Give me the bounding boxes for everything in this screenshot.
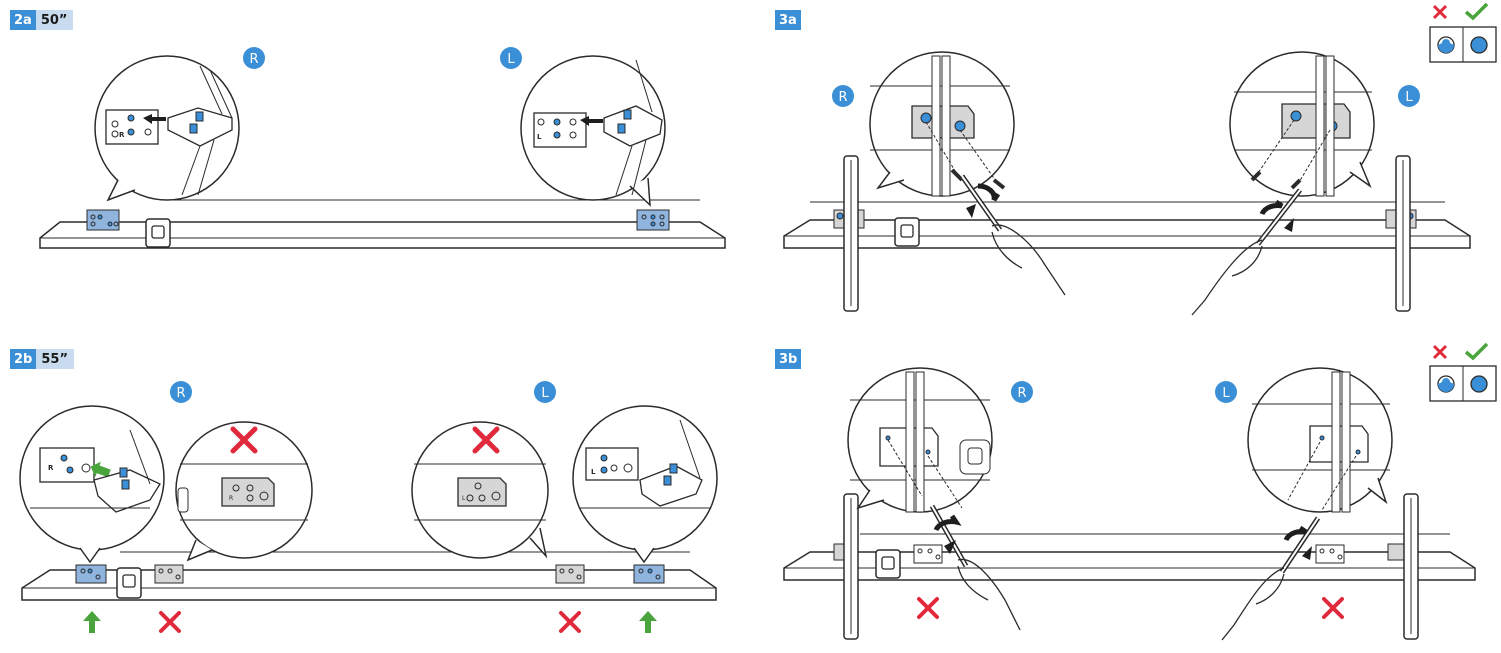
badge-r-2a — [243, 47, 265, 69]
screwdriver-icon — [1256, 188, 1302, 246]
bracket-label: L — [537, 133, 542, 141]
callout-left-2a: L — [520, 55, 666, 207]
step-size: 50” — [35, 10, 74, 30]
arrow-up-icon — [83, 611, 101, 633]
check-icon — [1464, 342, 1489, 361]
badge-l-3b — [1215, 381, 1237, 403]
cross-icon — [1432, 344, 1448, 360]
callout-right-3b — [847, 367, 993, 513]
panel-2b: R R R — [19, 381, 718, 633]
callout-right-3a — [869, 51, 1015, 197]
panel-3b: R — [783, 342, 1497, 641]
screwdriver-icon — [929, 504, 969, 568]
screwdriver-icon — [1279, 516, 1321, 574]
badge-l-2b — [534, 381, 556, 403]
legend-box-3b — [1429, 342, 1497, 402]
legend-box-3a — [1429, 2, 1497, 63]
hand-icon — [991, 224, 1066, 296]
step-tag-3a: 3a — [775, 10, 801, 30]
step-tag-3b: 3b — [775, 349, 802, 369]
cross-icon — [917, 597, 939, 619]
callout-left-wrong-2b: L — [411, 421, 549, 559]
badge-r-3a — [832, 85, 854, 107]
callout-right-wrong-2b: R — [175, 421, 313, 562]
panel-2a: R R L — [39, 47, 726, 249]
step-tag-2b: 2b 55” — [10, 349, 74, 369]
badge-l-label: L — [1405, 90, 1413, 105]
badge-r-label: R — [1017, 386, 1026, 401]
callout-left-3b — [1247, 367, 1393, 513]
step-number: 2a — [10, 10, 36, 30]
step-size: 55” — [36, 349, 74, 369]
panel-3a: R — [783, 2, 1497, 316]
badge-l-3a — [1398, 85, 1420, 107]
step-number: 2b — [10, 349, 37, 369]
cross-icon — [159, 611, 181, 633]
badge-l-2a — [500, 47, 522, 69]
check-icon — [1464, 2, 1489, 21]
step-tag-2a: 2a 50” — [10, 10, 74, 30]
cross-icon — [1432, 4, 1448, 20]
callout-right-correct-2b: R — [19, 405, 165, 564]
hand-icon — [1191, 239, 1263, 316]
bracket-left-2a — [636, 209, 670, 231]
badge-r-2b — [170, 381, 192, 403]
badge-r-label: R — [176, 386, 185, 401]
hand-icon — [1221, 567, 1285, 641]
badge-l-label: L — [507, 52, 515, 67]
cross-icon — [1322, 597, 1344, 619]
arrow-up-icon — [639, 611, 657, 633]
svg-text:L: L — [591, 468, 596, 476]
bracket-label: R — [119, 131, 125, 139]
screwdriver-icon — [959, 174, 1003, 232]
callout-left-3a — [1229, 51, 1375, 197]
badge-l-label: L — [1222, 386, 1230, 401]
badge-r-label: R — [838, 90, 847, 105]
step-number: 3a — [775, 10, 801, 30]
badge-r-label: R — [249, 52, 258, 67]
svg-text:R: R — [48, 464, 54, 472]
cross-icon — [559, 611, 581, 633]
bracket-right-2a — [86, 209, 120, 231]
step-number: 3b — [775, 349, 802, 369]
svg-text:R: R — [229, 495, 233, 502]
callout-right-2a: R — [94, 55, 240, 202]
badge-l-label: L — [541, 386, 549, 401]
svg-text:L: L — [462, 495, 466, 502]
callout-left-correct-2b: L — [572, 405, 718, 564]
hand-icon — [957, 558, 1021, 631]
badge-r-3b — [1011, 381, 1033, 403]
